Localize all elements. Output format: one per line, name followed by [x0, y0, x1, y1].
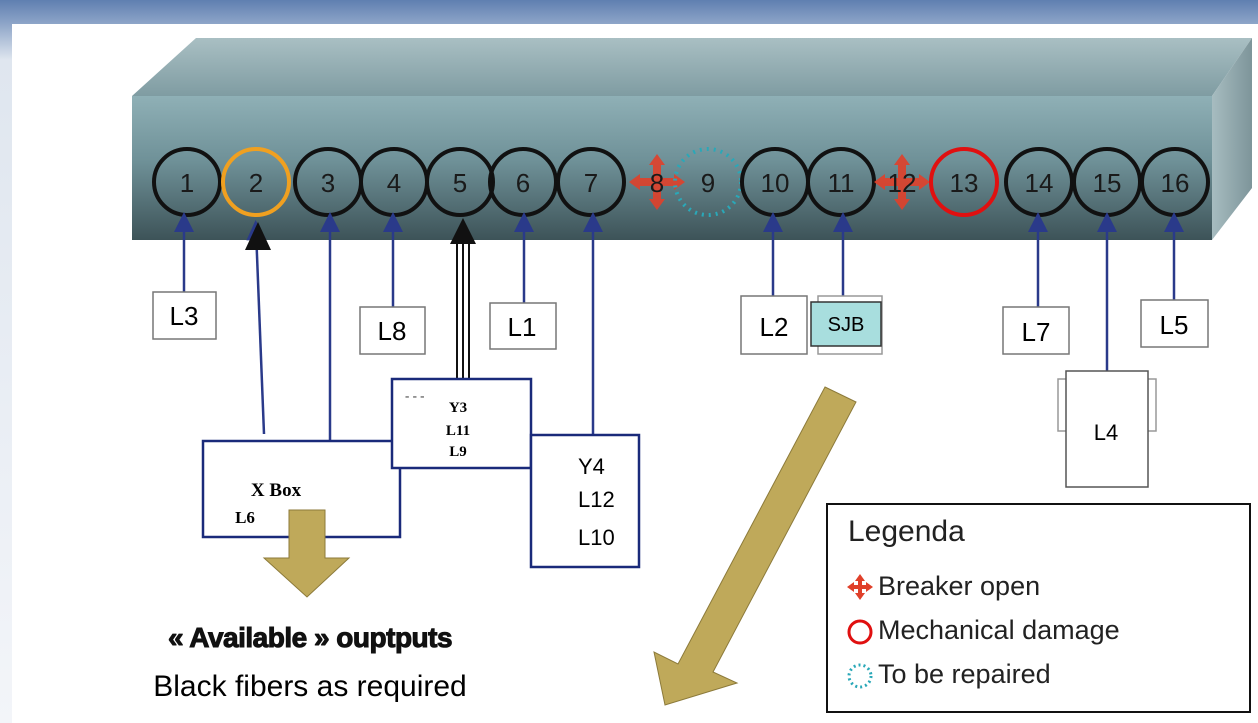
arrowhead-port2	[245, 222, 271, 250]
svg-text:SJB: SJB	[828, 314, 865, 336]
available-outputs-caption: « Available » ouptputs	[167, 622, 453, 654]
breaker-cross-icon	[847, 573, 873, 600]
label-L8: L8	[359, 306, 426, 355]
port-number-1: 1	[180, 168, 194, 198]
port-10: 10	[740, 147, 810, 217]
label-L2: L2	[740, 295, 808, 355]
svg-text:L7: L7	[1022, 317, 1051, 347]
port-number-8: 8	[650, 168, 664, 198]
port-5: 5	[425, 147, 495, 217]
svg-text:L5: L5	[1160, 310, 1189, 340]
legend-label-repair: To be repaired	[878, 659, 1051, 689]
svg-text:L4: L4	[1094, 420, 1118, 445]
port-number-5: 5	[453, 168, 467, 198]
svg-text:L10: L10	[578, 525, 615, 550]
port-number-2: 2	[249, 168, 263, 198]
port-number-10: 10	[761, 168, 790, 198]
connector-xbox-port2	[246, 220, 267, 435]
legend-title: Legenda	[848, 515, 965, 548]
port-number-11: 11	[828, 168, 855, 198]
svg-text:Y3: Y3	[449, 400, 467, 416]
legend-item-repair: To be repaired	[846, 659, 1051, 690]
connectors-layer	[174, 212, 1184, 441]
port-number-9: 9	[701, 168, 715, 198]
svg-text:Y4: Y4	[578, 454, 605, 479]
port-number-3: 3	[321, 168, 335, 198]
svg-text:L11: L11	[446, 423, 470, 439]
port-number-15: 15	[1093, 168, 1122, 198]
port-number-6: 6	[516, 168, 530, 198]
svg-text:L9: L9	[449, 444, 467, 460]
svg-text:L12: L12	[578, 487, 615, 512]
panel-top-face	[132, 38, 1252, 96]
port-8: 8	[629, 154, 685, 210]
port-number-7: 7	[584, 168, 598, 198]
legend-item-breaker: Breaker open	[846, 571, 1040, 602]
label-L3: L3	[152, 291, 217, 340]
svg-text:L1: L1	[508, 312, 537, 342]
port-number-4: 4	[387, 168, 401, 198]
port-number-14: 14	[1025, 168, 1054, 198]
port-12: 12	[874, 154, 930, 210]
legend-item-damage: Mechanical damage	[846, 615, 1120, 646]
dotted-circle-icon	[847, 663, 873, 688]
label-L4: L4	[1057, 370, 1157, 488]
legend: Legenda Breaker open Mechanical damage T…	[826, 503, 1251, 713]
arrowhead-port5	[450, 218, 476, 244]
port-number-13: 13	[950, 168, 979, 198]
port-number-16: 16	[1161, 168, 1190, 198]
red-circle-icon	[847, 619, 873, 644]
y3-box: - - - Y3 L11 L9	[390, 377, 533, 470]
svg-text:L8: L8	[378, 316, 407, 346]
svg-text:L2: L2	[760, 312, 789, 342]
port-13: 13	[929, 147, 999, 217]
svg-text:X Box: X Box	[251, 480, 302, 501]
black-fibers-caption: Black fibers as required	[153, 670, 467, 703]
port-number-12: 12	[888, 168, 917, 198]
label-SJB: SJB	[810, 295, 883, 355]
port-2: 2	[221, 147, 291, 217]
diagonal-arrow-icon	[653, 386, 857, 706]
panel-side-face	[1212, 38, 1252, 240]
legend-label-damage: Mechanical damage	[878, 615, 1120, 645]
label-L7: L7	[1002, 306, 1070, 355]
legend-label-breaker: Breaker open	[878, 571, 1041, 601]
down-arrow-icon	[262, 509, 351, 598]
label-L1: L1	[489, 302, 557, 350]
y4-box: Y4 L12 L10	[529, 433, 641, 569]
svg-text:- - -: - - -	[405, 388, 425, 403]
svg-text:L6: L6	[235, 508, 255, 527]
svg-text:L3: L3	[170, 301, 199, 331]
label-L5: L5	[1140, 299, 1209, 348]
